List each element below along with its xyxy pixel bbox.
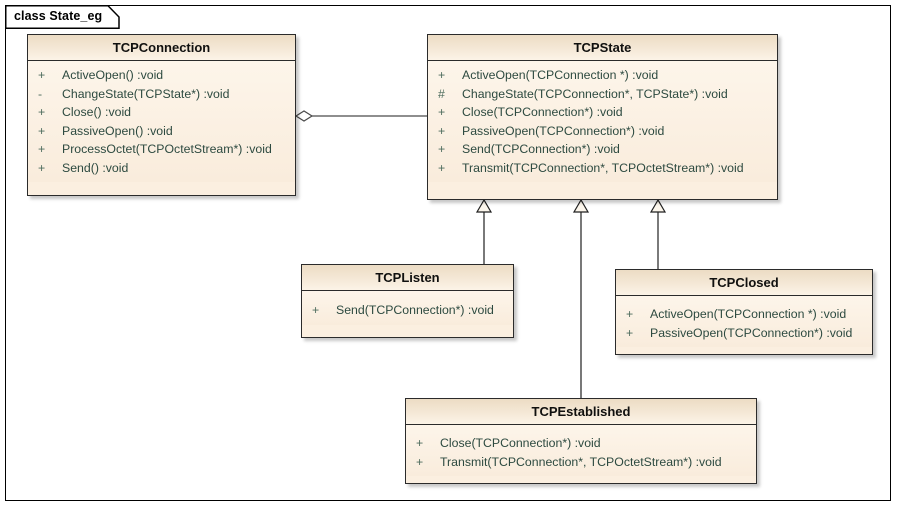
visibility-marker: + (626, 307, 634, 321)
class-box-tcpestablished[interactable]: TCPEstablished + Close(TCPConnection*) :v… (405, 398, 757, 484)
class-box-tcpclosed[interactable]: TCPClosed + ActiveOpen(TCPConnection *) :… (615, 269, 873, 355)
class-members-tcpconnection: + ActiveOpen() :void - ChangeState(TCPStat… (28, 61, 295, 182)
member-row: + Send(TCPConnection*) :void (428, 140, 777, 159)
member-signature: PassiveOpen(TCPConnection*) :void (650, 325, 853, 340)
member-row: + Send(TCPConnection*) :void (302, 301, 513, 320)
member-signature: PassiveOpen(TCPConnection*) :void (462, 123, 665, 138)
frame-tab-label: class State_eg (14, 9, 103, 23)
member-signature: ActiveOpen(TCPConnection *) :void (462, 68, 659, 82)
member-row: - ChangeState(TCPState*) :void (28, 85, 295, 104)
class-name-tcplisten: TCPListen (302, 265, 513, 291)
member-signature: ActiveOpen() :void (62, 68, 164, 82)
member-signature: Send() :void (62, 160, 129, 175)
visibility-marker: # (438, 86, 445, 101)
member-signature: Transmit(TCPConnection*, TCPOctetStream*… (440, 454, 722, 469)
member-row: # ChangeState(TCPConnection*, TCPState*) … (428, 85, 777, 104)
class-members-tcplisten: + Send(TCPConnection*) :void (302, 291, 513, 325)
member-row: + PassiveOpen(TCPConnection*) :void (428, 122, 777, 141)
visibility-marker: + (438, 105, 446, 119)
member-row: + ActiveOpen(TCPConnection *) :void (428, 66, 777, 85)
visibility-marker: + (416, 454, 424, 469)
member-signature: ChangeState(TCPConnection*, TCPState*) :… (462, 86, 728, 101)
member-row: + ActiveOpen(TCPConnection *) :void (616, 305, 872, 324)
visibility-marker: + (38, 105, 46, 119)
member-signature: Close() :void (62, 105, 132, 119)
member-signature: ActiveOpen(TCPConnection *) :void (650, 307, 847, 321)
diagram-frame-tab: class State_eg (5, 5, 120, 29)
class-box-tcpstate[interactable]: TCPState + ActiveOpen(TCPConnection *) :v… (427, 34, 778, 200)
visibility-marker: + (438, 160, 446, 175)
visibility-marker: + (38, 68, 46, 82)
member-row: + ActiveOpen() :void (28, 66, 295, 85)
class-box-tcpconnection[interactable]: TCPConnection + ActiveOpen() :void - Chang… (27, 34, 296, 196)
class-name-tcpclosed: TCPClosed (616, 270, 872, 296)
visibility-marker: + (626, 325, 634, 340)
member-signature: Send(TCPConnection*) :void (336, 303, 494, 317)
member-signature: Close(TCPConnection*) :void (462, 105, 623, 119)
member-row: + Send() :void (28, 159, 295, 178)
visibility-marker: + (312, 303, 320, 317)
member-row: + PassiveOpen(TCPConnection*) :void (616, 324, 872, 343)
member-row: + Close() :void (28, 103, 295, 122)
visibility-marker: + (438, 123, 446, 138)
class-name-tcpestablished: TCPEstablished (406, 399, 756, 425)
visibility-marker: + (438, 68, 446, 82)
class-members-tcpstate: + ActiveOpen(TCPConnection *) :void # Chan… (428, 61, 777, 182)
member-row: + Close(TCPConnection*) :void (428, 103, 777, 122)
member-row: + Close(TCPConnection*) :void (406, 434, 756, 453)
class-box-tcplisten[interactable]: TCPListen + Send(TCPConnection*) :void (301, 264, 514, 338)
member-signature: PassiveOpen() :void (62, 123, 173, 138)
member-signature: Transmit(TCPConnection*, TCPOctetStream*… (462, 160, 744, 175)
member-signature: Send(TCPConnection*) :void (462, 142, 620, 156)
member-signature: Close(TCPConnection*) :void (440, 436, 601, 450)
member-signature: ChangeState(TCPState*) :void (62, 86, 230, 101)
member-row: + PassiveOpen() :void (28, 122, 295, 141)
class-name-tcpconnection: TCPConnection (28, 35, 295, 61)
member-row: + Transmit(TCPConnection*, TCPOctetStream… (406, 453, 756, 472)
member-row: + Transmit(TCPConnection*, TCPOctetStream… (428, 159, 777, 178)
class-members-tcpestablished: + Close(TCPConnection*) :void + Transmit(T… (406, 425, 756, 476)
class-members-tcpclosed: + ActiveOpen(TCPConnection *) :void + Pass… (616, 296, 872, 347)
visibility-marker: - (38, 86, 43, 101)
visibility-marker: + (416, 436, 424, 450)
visibility-marker: + (38, 160, 46, 175)
frame-tab-shape (5, 5, 120, 29)
class-name-tcpstate: TCPState (428, 35, 777, 61)
visibility-marker: + (38, 123, 46, 138)
member-signature: ProcessOctet(TCPOctetStream*) :void (62, 142, 272, 156)
member-row: + ProcessOctet(TCPOctetStream*) :void (28, 140, 295, 159)
visibility-marker: + (38, 142, 46, 156)
visibility-marker: + (438, 142, 446, 156)
